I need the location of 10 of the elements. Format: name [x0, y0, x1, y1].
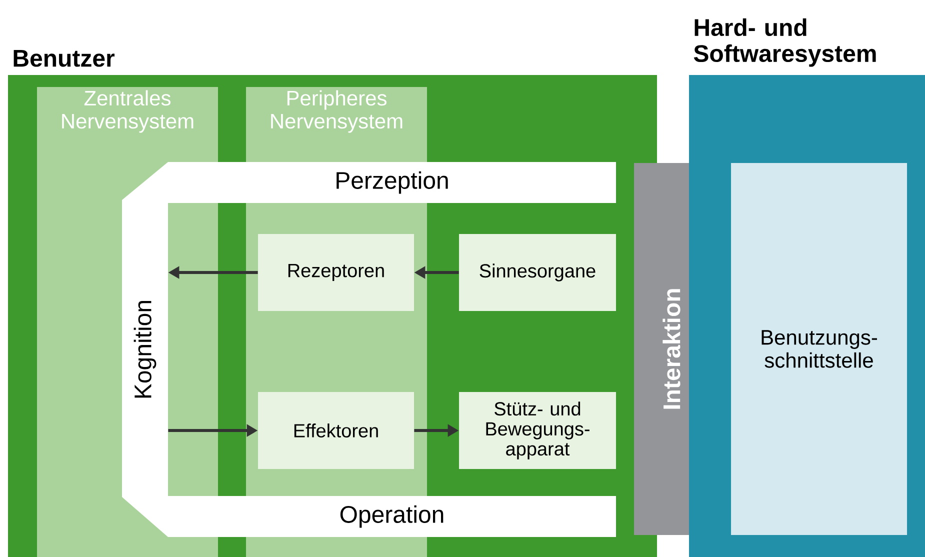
process-box: Sinnesorgane — [459, 234, 616, 311]
node-label: Benutzer — [14, 50, 115, 67]
interface-box: Benutzungs- schnittstelle — [731, 163, 908, 535]
trapezoid-band: Kognition — [122, 162, 168, 537]
process-bar: Perzeption — [168, 162, 616, 203]
process-box: Stütz- und Bewegungs- apparat — [459, 392, 616, 469]
node-label: Hard- und Softwaresystem — [694, 18, 876, 67]
process-box: Effektoren — [258, 392, 414, 469]
process-box: Rezeptoren — [258, 234, 414, 311]
process-bar: Operation — [168, 496, 616, 537]
